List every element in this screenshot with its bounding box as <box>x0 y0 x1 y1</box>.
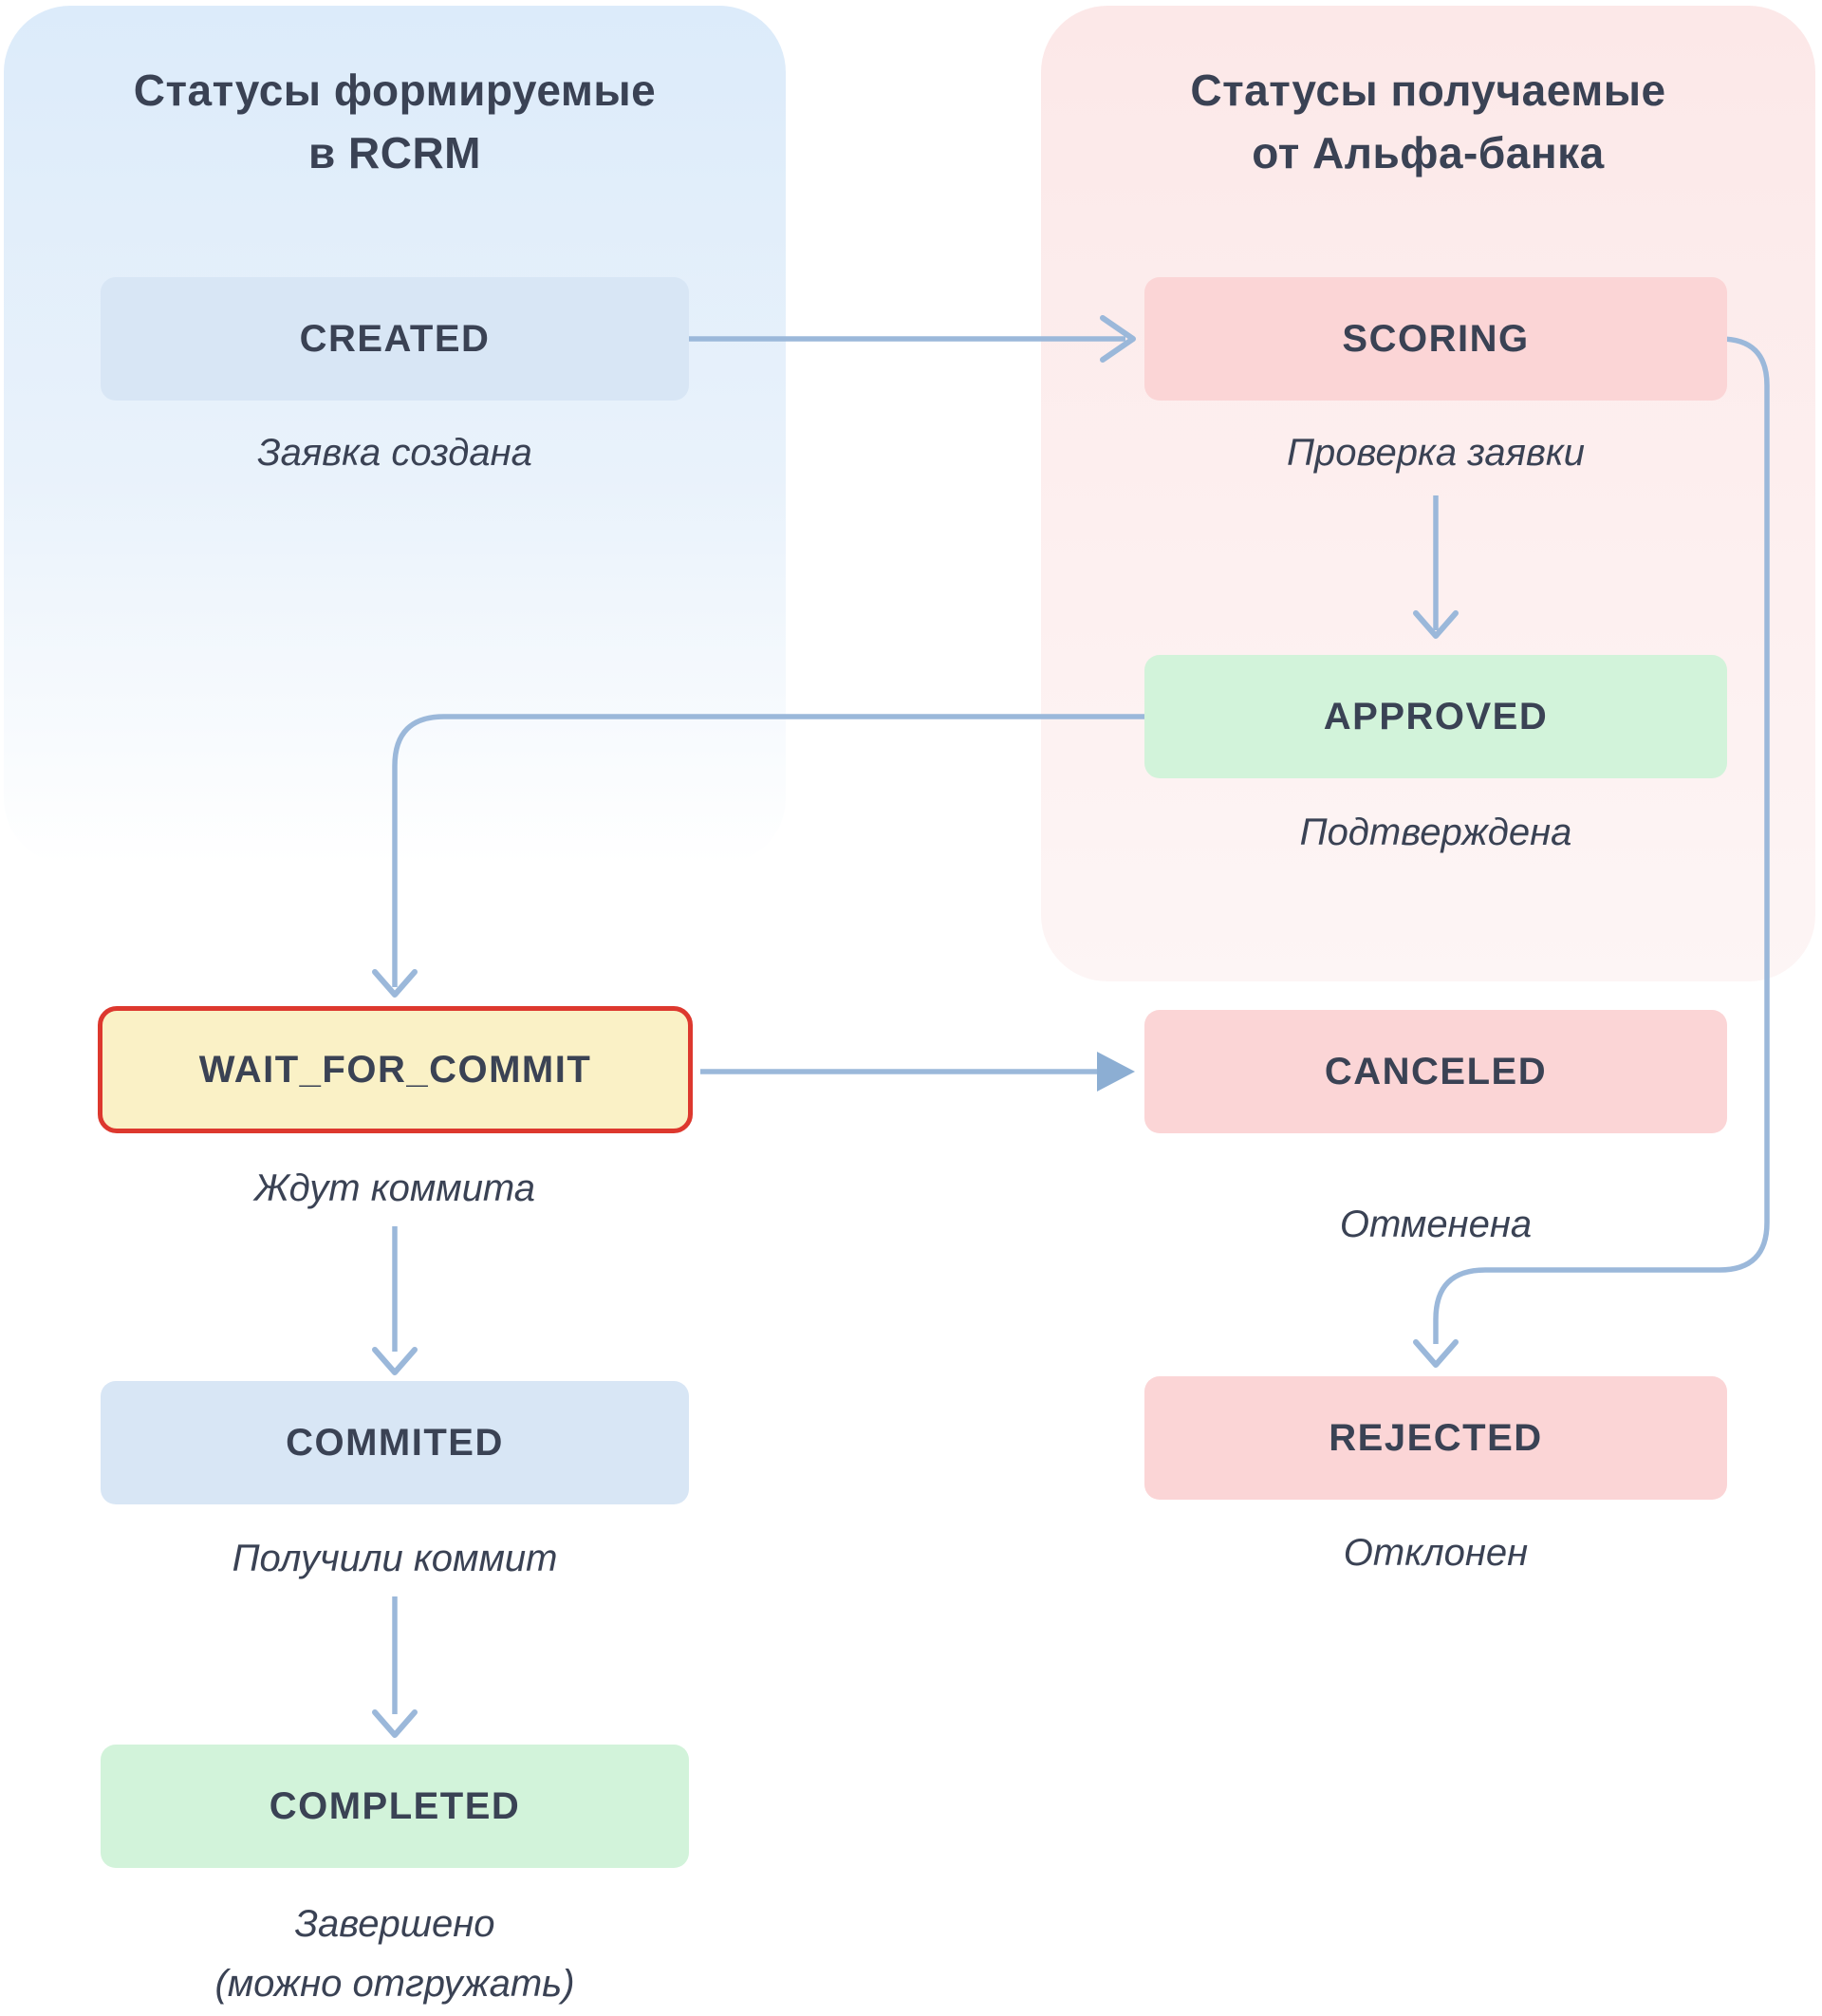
arrowhead-down-icon <box>372 1709 418 1738</box>
arrowhead-down-icon <box>1413 1339 1459 1368</box>
node-created: CREATED <box>101 277 689 401</box>
desc-created: Заявка создана <box>257 432 532 474</box>
node-completed: COMPLETED <box>101 1745 689 1868</box>
alfa-bank-panel-title: Статусы получаемые от Альфа-банка <box>1041 59 1815 184</box>
arrowhead-down-icon <box>372 969 418 998</box>
rcrm-panel-title-line1: Статусы формируемые <box>133 65 657 115</box>
rcrm-panel-title-line2: в RCRM <box>307 128 482 177</box>
alfa-bank-panel-title-line2: от Альфа-банка <box>1252 128 1605 177</box>
edge-wait-for-commit-to-canceled <box>700 1052 1135 1092</box>
rcrm-panel-title: Статусы формируемые в RCRM <box>4 59 786 184</box>
edge-wait-for-commit-to-commited <box>372 1226 418 1375</box>
desc-wait-for-commit: Ждут коммита <box>253 1167 536 1209</box>
node-canceled: CANCELED <box>1144 1010 1727 1133</box>
node-approved: APPROVED <box>1144 655 1727 778</box>
desc-approved: Подтверждена <box>1299 812 1572 853</box>
desc-canceled: Отменена <box>1339 1204 1533 1245</box>
arrowhead-right-icon <box>1097 1052 1135 1092</box>
alfa-bank-panel-title-line1: Статусы получаемые <box>1190 65 1666 115</box>
desc-commited: Получили коммит <box>232 1538 558 1579</box>
desc-completed-line2: (можно отгружать) <box>214 1963 575 2005</box>
node-rejected: REJECTED <box>1144 1376 1727 1500</box>
edge-commited-to-completed <box>372 1596 418 1738</box>
desc-scoring: Проверка заявки <box>1287 432 1585 474</box>
node-commited: COMMITED <box>101 1381 689 1504</box>
node-wait-for-commit: WAIT_FOR_COMMIT <box>98 1006 693 1133</box>
desc-rejected: Отклонен <box>1343 1532 1529 1574</box>
desc-completed-line1: Завершено <box>294 1903 495 1945</box>
node-scoring: SCORING <box>1144 277 1727 401</box>
arrowhead-down-icon <box>372 1347 418 1375</box>
